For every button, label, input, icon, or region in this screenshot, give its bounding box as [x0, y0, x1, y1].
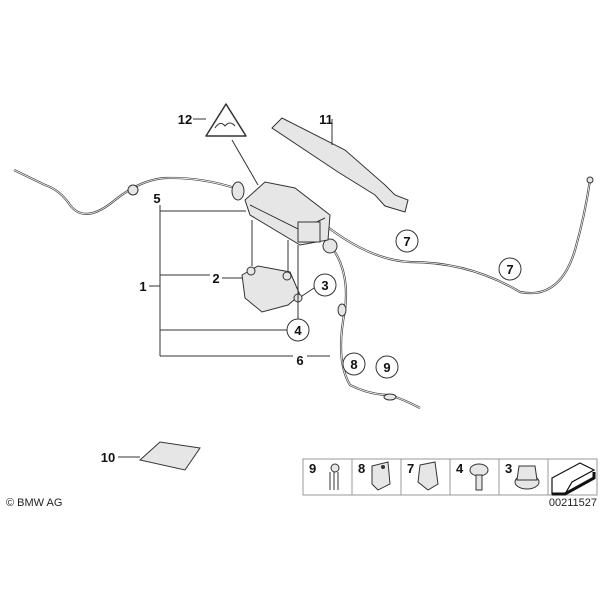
callout-3: 3	[321, 278, 328, 293]
cable-lower	[322, 238, 421, 409]
spring-clip-icon	[417, 461, 439, 491]
legend-number-8: 8	[358, 461, 365, 476]
callout-5: 5	[153, 191, 160, 206]
bracket	[241, 265, 303, 313]
callout-4: 4	[294, 323, 302, 338]
parking-brake-actuator	[244, 181, 331, 246]
callout-7a: 7	[403, 234, 410, 249]
hex-bolt-icon	[469, 463, 489, 491]
callout-10: 10	[101, 450, 115, 465]
legend-number-3: 3	[505, 461, 512, 476]
grease-packet	[138, 441, 201, 471]
callout-9: 9	[383, 360, 390, 375]
legend-number-4: 4	[456, 461, 464, 476]
callout-12: 12	[178, 112, 192, 127]
callout-11: 11	[319, 112, 333, 127]
cable-left	[13, 169, 245, 215]
hex-nut-icon	[514, 465, 540, 490]
diagram-number: 00211527	[549, 497, 597, 509]
callout-6: 6	[296, 353, 303, 368]
callout-1: 1	[139, 279, 146, 294]
bracket-clip-icon	[371, 461, 391, 491]
legend-number-7: 7	[407, 461, 414, 476]
callout-2: 2	[212, 271, 219, 286]
arrow-icon	[551, 462, 596, 496]
callout-7b: 7	[506, 262, 513, 277]
copyright: © BMW AG	[6, 497, 62, 509]
clip-icon	[329, 463, 340, 490]
cable-right	[324, 176, 594, 295]
leader-lines	[118, 118, 333, 458]
legend-strip: 9 8 7 4 3	[302, 458, 598, 496]
release-handle	[271, 117, 409, 213]
callout-8: 8	[350, 357, 357, 372]
legend-number-9: 9	[309, 461, 316, 476]
warning-label-icon	[205, 103, 247, 137]
